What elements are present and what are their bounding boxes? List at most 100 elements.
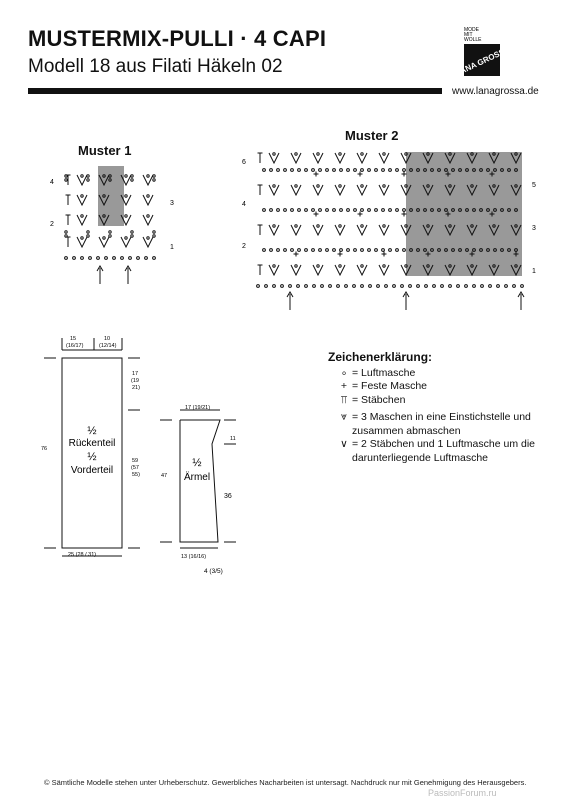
chain-symbol	[136, 256, 140, 260]
chain-symbol	[507, 248, 511, 252]
v-stitch-symbol	[356, 264, 368, 277]
v-stitch-symbol	[378, 224, 390, 237]
svg-text:(16/17): (16/17)	[66, 343, 84, 349]
chain-symbol	[325, 248, 329, 252]
chain-symbol	[332, 168, 336, 172]
v-stitch-symbol	[466, 152, 478, 165]
v-stitch-symbol	[466, 184, 478, 197]
v-stitch-symbol	[510, 184, 522, 197]
sleeve-schematic: 17 (19/21) 11 47 36 13 (16/16) 4 (3/5) ½…	[160, 405, 236, 575]
chain-symbol	[520, 284, 524, 288]
chain-symbol	[500, 248, 504, 252]
chain-symbol	[381, 168, 385, 172]
chain-symbol	[493, 248, 497, 252]
v-stitch-symbol	[290, 184, 302, 197]
sleeve-outline	[179, 419, 221, 543]
legend: Zeichenerklärung: ∘= Luftmasche += Feste…	[328, 350, 538, 465]
chain-symbol	[395, 168, 399, 172]
legend-item: ∨= 2 Stäbchen und 1 Luftmasche um die da…	[328, 438, 538, 465]
v-stitch-symbol	[268, 184, 280, 197]
chain-symbol	[416, 248, 420, 252]
sleeve-cap-height: 11	[230, 436, 236, 442]
chain-symbol	[440, 284, 444, 288]
chain-symbol	[297, 208, 301, 212]
chain-symbol	[269, 248, 273, 252]
v-stitch-symbol	[290, 224, 302, 237]
chain-symbol	[346, 248, 350, 252]
svg-text:MIT: MIT	[464, 32, 473, 38]
chain-symbol	[458, 248, 462, 252]
svg-text:(19: (19	[131, 378, 139, 384]
v-stitch-symbol	[488, 264, 500, 277]
chain-symbol	[514, 208, 518, 212]
chain-symbol	[409, 208, 413, 212]
v-stitch-symbol	[312, 152, 324, 165]
chain-symbol	[280, 284, 284, 288]
body-top-left-width: 15	[70, 336, 76, 342]
chain-symbol	[376, 284, 380, 288]
v-stitch-symbol	[488, 152, 500, 165]
chain-symbol	[409, 248, 413, 252]
legend-item: ∘= Luftmasche	[328, 367, 538, 381]
svg-text:½: ½	[192, 457, 201, 469]
label-aermel: Ärmel	[184, 471, 210, 483]
chain-symbol	[283, 168, 287, 172]
v-stitch-icon: ∨	[340, 438, 348, 450]
muster2-title: Muster 2	[345, 128, 399, 143]
chain-symbol	[479, 248, 483, 252]
chain-symbol	[514, 168, 518, 172]
muster2-chart: 6 4 2 5 3 1	[242, 152, 536, 310]
m2-row-3: 3	[532, 225, 536, 232]
chain-symbol	[339, 208, 343, 212]
chain-symbol	[423, 208, 427, 212]
chain-symbol	[256, 284, 260, 288]
chain-symbol	[402, 168, 406, 172]
chain-symbol	[493, 208, 497, 212]
chain-symbol	[276, 248, 280, 252]
chain-symbol	[395, 248, 399, 252]
v-stitch-symbol	[120, 174, 132, 187]
chain-symbol	[400, 284, 404, 288]
chain-symbol	[437, 168, 441, 172]
chain-symbol	[318, 248, 322, 252]
chain-symbol	[276, 208, 280, 212]
chain-symbol	[458, 168, 462, 172]
muster1-chart: 4 2 3 1	[50, 166, 174, 284]
chain-symbol	[437, 248, 441, 252]
v-stitch-symbol	[510, 152, 522, 165]
svg-text:(12/14): (12/14)	[99, 343, 117, 349]
chain-symbol	[368, 284, 372, 288]
v-stitch-symbol	[378, 152, 390, 165]
website-link[interactable]: www.lanagrossa.de	[452, 86, 539, 97]
chain-symbol	[283, 208, 287, 212]
chain-symbol	[96, 256, 100, 260]
v-stitch-symbol	[444, 264, 456, 277]
v-stitch-symbol	[510, 224, 522, 237]
chain-symbol	[480, 284, 484, 288]
v-stitch-symbol	[290, 264, 302, 277]
m2-row-6: 6	[242, 159, 246, 166]
chain-symbol	[346, 208, 350, 212]
chain-symbol	[451, 248, 455, 252]
v-stitch-symbol	[142, 194, 154, 207]
body-schematic: 15 (16/17) 10 (12/14) 17 (19 21) 59 (57 …	[41, 336, 140, 558]
chain-symbol	[353, 248, 357, 252]
v-stitch-symbol	[400, 152, 412, 165]
chain-symbol	[486, 248, 490, 252]
v-stitch-symbol	[290, 152, 302, 165]
page-subtitle: Modell 18 aus Filati Häkeln 02	[28, 56, 283, 77]
chain-symbol	[465, 208, 469, 212]
sleeve-bottom-width: 13 (16/16)	[181, 554, 206, 560]
legend-item: += Feste Masche	[328, 380, 538, 394]
v-stitch-symbol	[268, 152, 280, 165]
chain-symbol	[318, 168, 322, 172]
chain-symbol	[304, 168, 308, 172]
label-vorderteil: Vorderteil	[71, 465, 113, 476]
v-stitch-symbol	[334, 224, 346, 237]
chain-symbol	[472, 168, 476, 172]
chain-symbol	[381, 208, 385, 212]
chain-symbol	[269, 168, 273, 172]
chain-symbol	[353, 208, 357, 212]
chain-symbol	[262, 208, 266, 212]
double-crochet-icon: ⫪	[341, 393, 347, 406]
